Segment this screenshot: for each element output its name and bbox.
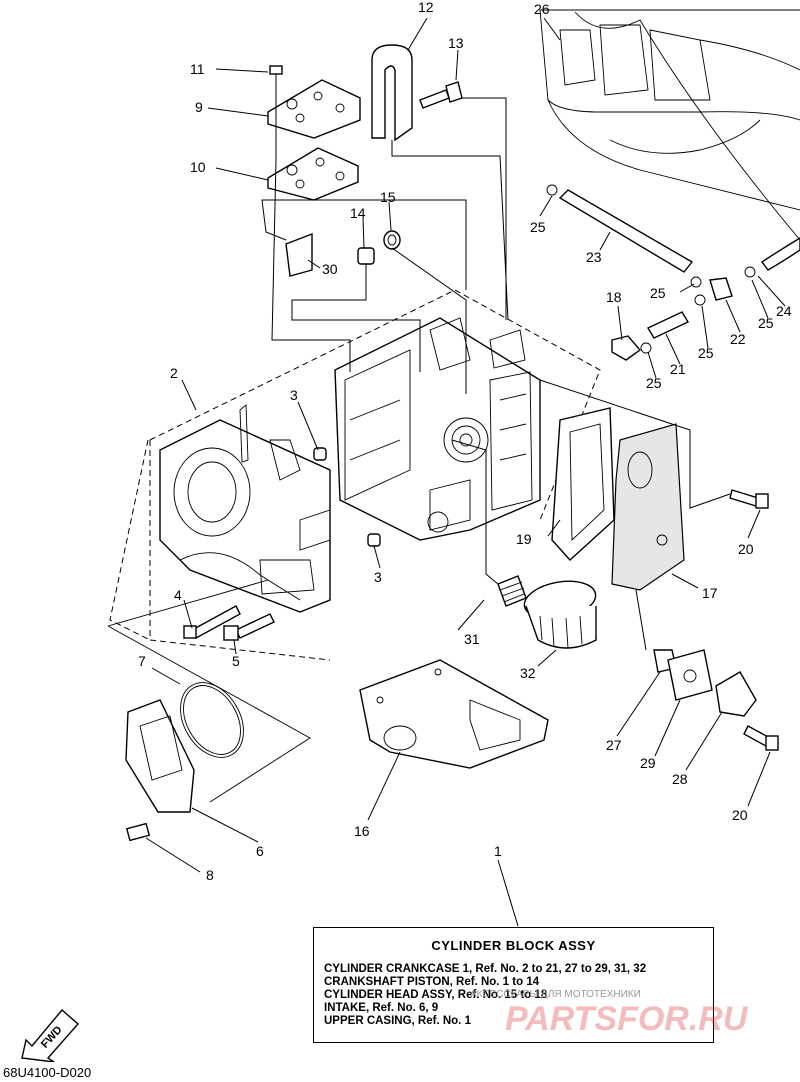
upper-casing: [539, 9, 800, 241]
cylinder-block-main: [334, 317, 541, 541]
drawing-code: 68U4100-D020: [3, 1065, 92, 1080]
callout-3-upper: 3: [290, 387, 298, 403]
callout-25-e: 25: [646, 375, 662, 391]
part-17-cover: [611, 423, 685, 591]
callout-11: 11: [190, 61, 205, 77]
callout-29: 29: [640, 755, 656, 771]
part-3-dowel-pins: [313, 447, 381, 547]
callout-22: 22: [730, 331, 746, 347]
part-25-clips: [546, 184, 756, 354]
watermark-subtitle: АКСЕССУАРЫ ДЛЯ МОТОТЕХНИКИ: [470, 989, 641, 1000]
part-6-intake-cover: [125, 699, 195, 813]
part-13-bolt: [419, 81, 463, 109]
callout-25-d: 25: [698, 345, 714, 361]
callout-15: 15: [380, 189, 396, 205]
watermark-logo: PARTSFOR.RU: [505, 1000, 748, 1038]
callout-7: 7: [138, 653, 146, 669]
callout-6: 6: [256, 843, 264, 859]
part-19-gasket: [551, 407, 615, 561]
callout-17: 17: [702, 585, 718, 601]
part-4-bolt: [183, 605, 241, 639]
part-7-o-ring: [180, 682, 244, 758]
callout-16: 16: [354, 823, 370, 839]
assy-line-2: CRANKSHAFT PISTON, Ref. No. 1 to 14: [324, 976, 540, 988]
callout-28: 28: [672, 771, 688, 787]
callout-31: 31: [464, 631, 480, 647]
assy-lines: CYLINDER CRANKCASE 1, Ref. No. 2 to 21, …: [324, 963, 646, 1028]
part-28-cover: [715, 671, 757, 717]
callout-5: 5: [232, 653, 240, 669]
part-22-fitting: [709, 277, 733, 301]
callout-4: 4: [174, 587, 182, 603]
callout-3-lower: 3: [374, 569, 382, 585]
callout-10: 10: [190, 159, 206, 175]
intake-bracket-lines: [107, 579, 311, 803]
callout-14: 14: [350, 205, 366, 221]
leader-lines: [145, 17, 786, 927]
assy-line-3: CYLINDER HEAD ASSY, Ref. No. 15 to 18: [324, 989, 548, 1001]
callout-1: 1: [494, 843, 502, 859]
callout-20-lower: 20: [732, 807, 748, 823]
callout-numbers: 1 2 3 3 4 5 6 7 8 9 10 11 12 13 14 15 16…: [138, 0, 792, 883]
callout-24: 24: [776, 303, 792, 319]
part-16-gasket: [359, 659, 549, 769]
part-14-plug: [357, 247, 375, 265]
cylinder-block-assy-box: CYLINDER BLOCK ASSY CYLINDER CRANKCASE 1…: [313, 927, 714, 1043]
callout-25-c: 25: [758, 315, 774, 331]
fwd-arrow: FWD: [21, 1009, 79, 1062]
callout-21: 21: [670, 361, 686, 377]
callout-18: 18: [606, 289, 622, 305]
assy-line-5: UPPER CASING, Ref. No. 1: [324, 1015, 471, 1027]
part-24-hose: [760, 237, 800, 271]
callout-30: 30: [322, 261, 338, 277]
part-18-fitting: [611, 335, 642, 361]
part-9-cover-plate: [267, 79, 361, 139]
part-30-sleeve: [285, 232, 313, 277]
callout-25-b: 25: [650, 285, 666, 301]
part-29-gasket: [667, 649, 713, 701]
part-23-hose: [558, 189, 694, 273]
callout-20-upper: 20: [738, 541, 754, 557]
cylinder-block-dashed-outline: [109, 289, 601, 661]
part-5-bolt: [223, 613, 275, 641]
part-32-oil-filter: [523, 580, 597, 649]
part-20-bolt-lower: [743, 725, 779, 751]
part-15-washer: [383, 230, 401, 250]
callout-2: 2: [170, 365, 178, 381]
part-10-gasket: [267, 147, 359, 201]
assy-title: CYLINDER BLOCK ASSY: [431, 938, 596, 953]
part-21-hose: [647, 311, 689, 339]
part-31-spring: [497, 575, 527, 607]
part-20-bolt-upper: [729, 489, 769, 509]
part-8-screw: [125, 822, 151, 842]
callout-26: 26: [534, 1, 550, 17]
callout-9: 9: [195, 99, 203, 115]
assy-line-1: CYLINDER CRANKCASE 1, Ref. No. 2 to 21, …: [324, 963, 647, 975]
fwd-arrow-icon: [21, 1009, 79, 1062]
callout-8: 8: [206, 867, 214, 883]
callout-27: 27: [606, 737, 622, 753]
callout-13: 13: [448, 35, 464, 51]
callout-23: 23: [586, 249, 602, 265]
callout-32: 32: [520, 665, 536, 681]
crankcase-2: [159, 404, 331, 613]
assy-line-4: INTAKE, Ref. No. 6, 9: [324, 1002, 439, 1014]
part-12-strap: [371, 44, 413, 142]
callout-12: 12: [418, 0, 434, 15]
callout-19: 19: [516, 531, 532, 547]
callout-25-a: 25: [530, 219, 546, 235]
